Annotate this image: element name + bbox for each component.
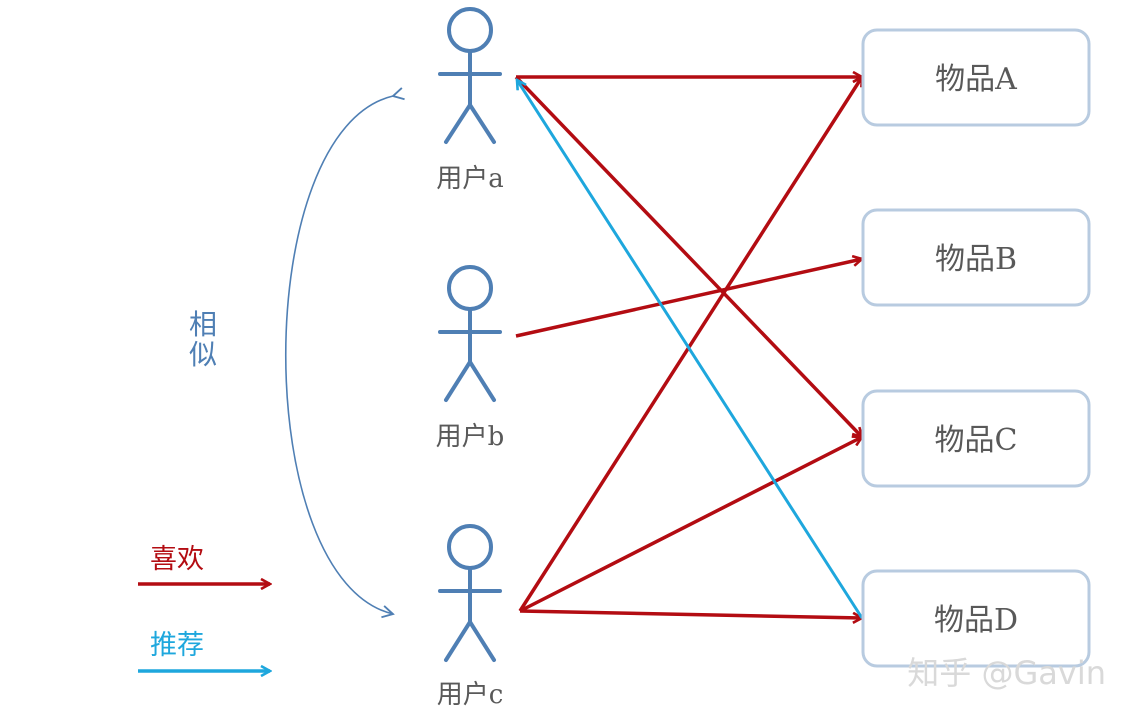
user-c: 用户c	[437, 524, 504, 710]
item-label: 物品B	[935, 242, 1017, 277]
item-a-box: 物品A	[861, 28, 1091, 127]
item-c-box: 物品C	[861, 389, 1091, 488]
similarity-arc	[284, 87, 405, 619]
user-label: 用户c	[437, 680, 504, 710]
recommend-edge-D-a	[517, 80, 864, 619]
similarity-label: 相 似	[189, 308, 226, 371]
person-icon	[438, 524, 502, 662]
item-d-box: 物品D	[861, 569, 1091, 668]
legend: 喜欢 推荐	[138, 544, 270, 671]
item-label: 物品C	[935, 423, 1018, 458]
legend-like-label: 喜欢	[150, 544, 204, 575]
like-edge-b-B	[515, 259, 862, 338]
user-label: 用户b	[436, 422, 505, 452]
like-edge-c-D	[519, 609, 862, 618]
item-label: 物品D	[934, 603, 1018, 638]
legend-recommend: 推荐	[138, 630, 270, 671]
similarity-indicator: 相 似	[189, 87, 405, 619]
like-edge-c-A	[518, 77, 864, 612]
edges-layer	[514, 75, 864, 619]
like-edge-c-C	[519, 437, 862, 613]
person-icon	[438, 265, 502, 402]
user-a: 用户a	[436, 7, 504, 194]
like-edge-a-C	[514, 75, 862, 437]
watermark: 知乎 @Gavin	[907, 654, 1106, 692]
legend-recommend-label: 推荐	[150, 630, 204, 661]
legend-like: 喜欢	[138, 544, 270, 584]
person-icon	[438, 7, 502, 144]
item-label: 物品A	[935, 62, 1017, 97]
user-b: 用户b	[436, 265, 505, 452]
item-b-box: 物品B	[861, 208, 1091, 307]
user-label: 用户a	[436, 164, 504, 194]
